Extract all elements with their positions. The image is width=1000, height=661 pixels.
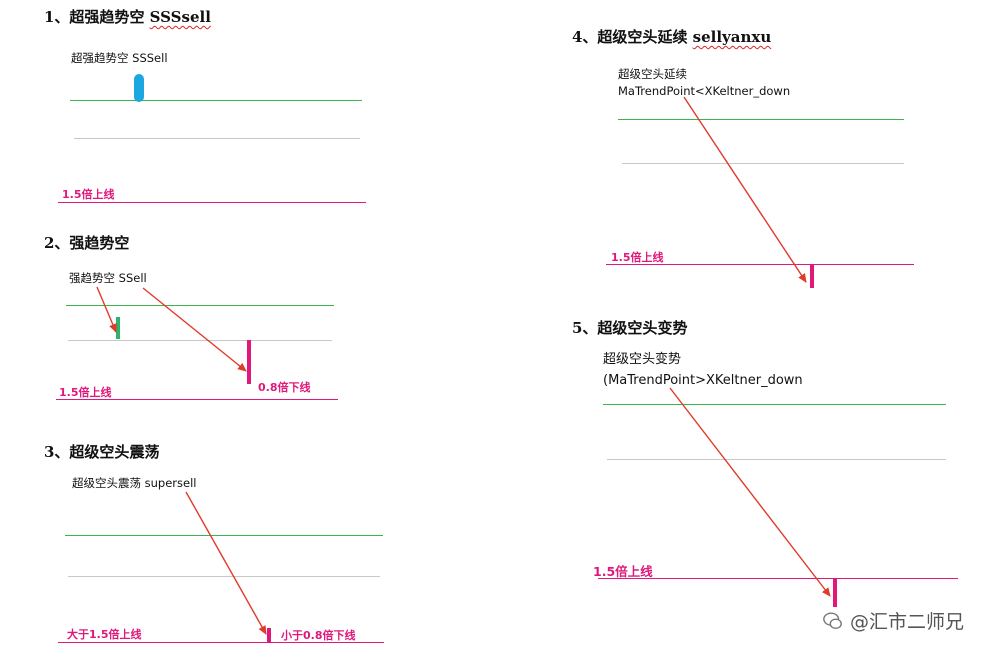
section-1-blue-marker [134, 74, 144, 102]
section-4-gray-line [622, 163, 904, 164]
section-2-arrow-pink [142, 287, 247, 372]
section-5-gray-line [607, 459, 946, 460]
section-2-heading: 2、强趋势空 [44, 234, 130, 252]
section-4-arrow [683, 96, 807, 283]
section-3-pink-marker [267, 628, 271, 642]
section-1-heading: 1、超强趋势空 SSSsell [44, 6, 211, 27]
section-4-label-line1: 超级空头延续 [618, 67, 687, 81]
section-5-band-label: 1.5倍上线 [593, 564, 653, 579]
section-1-band-label: 1.5倍上线 [62, 188, 115, 201]
section-2-pink-marker [247, 340, 251, 384]
section-3-label: 超级空头震荡 supersell [72, 476, 197, 490]
section-1-heading-code: SSSsell [149, 8, 211, 26]
section-2-green-line [66, 305, 334, 306]
section-2-arrow-green [96, 286, 117, 333]
section-2-label: 强趋势空 SSell [69, 271, 147, 285]
section-4-label-line2: MaTrendPoint<XKeltner_down [618, 83, 791, 98]
section-5-label: 超级空头变势 (MaTrendPoint>XKeltner_down [603, 349, 803, 392]
wechat-icon [823, 612, 842, 629]
section-5-green-line [603, 404, 946, 405]
section-4-pink-marker [810, 265, 814, 288]
section-1-green-line [70, 100, 362, 101]
section-4-heading-text: 4、超级空头延续 [572, 28, 693, 46]
section-3-pink-line [58, 642, 384, 643]
section-1-heading-text: 1、超强趋势空 [44, 8, 150, 26]
section-3-green-line [65, 535, 383, 536]
section-1-gray-line [74, 138, 360, 139]
section-4-heading-code: sellyanxu [692, 28, 772, 46]
section-4-label: 超级空头延续 MaTrendPoint<XKeltner_down [618, 66, 790, 99]
section-3-arrow [185, 491, 267, 635]
section-2-lower-label: 0.8倍下线 [258, 381, 311, 394]
watermark-text: @汇市二师兄 [850, 611, 965, 633]
section-5-label-line2: (MaTrendPoint>XKeltner_down [603, 373, 803, 389]
section-3-gray-line [68, 576, 380, 577]
section-3-lower-label: 小于0.8倍下线 [281, 629, 356, 642]
section-4-band-label: 1.5倍上线 [611, 251, 664, 264]
section-2-green-marker [116, 317, 120, 339]
section-5-arrow [669, 387, 831, 597]
section-3-band-label: 大于1.5倍上线 [67, 628, 142, 641]
section-3-heading: 3、超级空头震荡 [44, 443, 160, 461]
section-2-band-label: 1.5倍上线 [59, 386, 112, 399]
section-2-gray-line [68, 340, 332, 341]
watermark: @汇市二师兄 [822, 607, 964, 634]
section-4-pink-line [606, 264, 914, 265]
section-4-green-line [618, 119, 904, 120]
section-5-label-line1: 超级空头变势 [603, 352, 682, 367]
section-5-pink-marker [833, 579, 837, 607]
section-5-pink-line [598, 578, 958, 579]
section-1-label: 超强趋势空 SSSell [71, 51, 168, 65]
section-2-pink-line [56, 399, 338, 400]
section-1-pink-line [58, 202, 366, 203]
section-4-heading: 4、超级空头延续 sellyanxu [572, 26, 771, 47]
section-5-heading: 5、超级空头变势 [572, 319, 688, 337]
